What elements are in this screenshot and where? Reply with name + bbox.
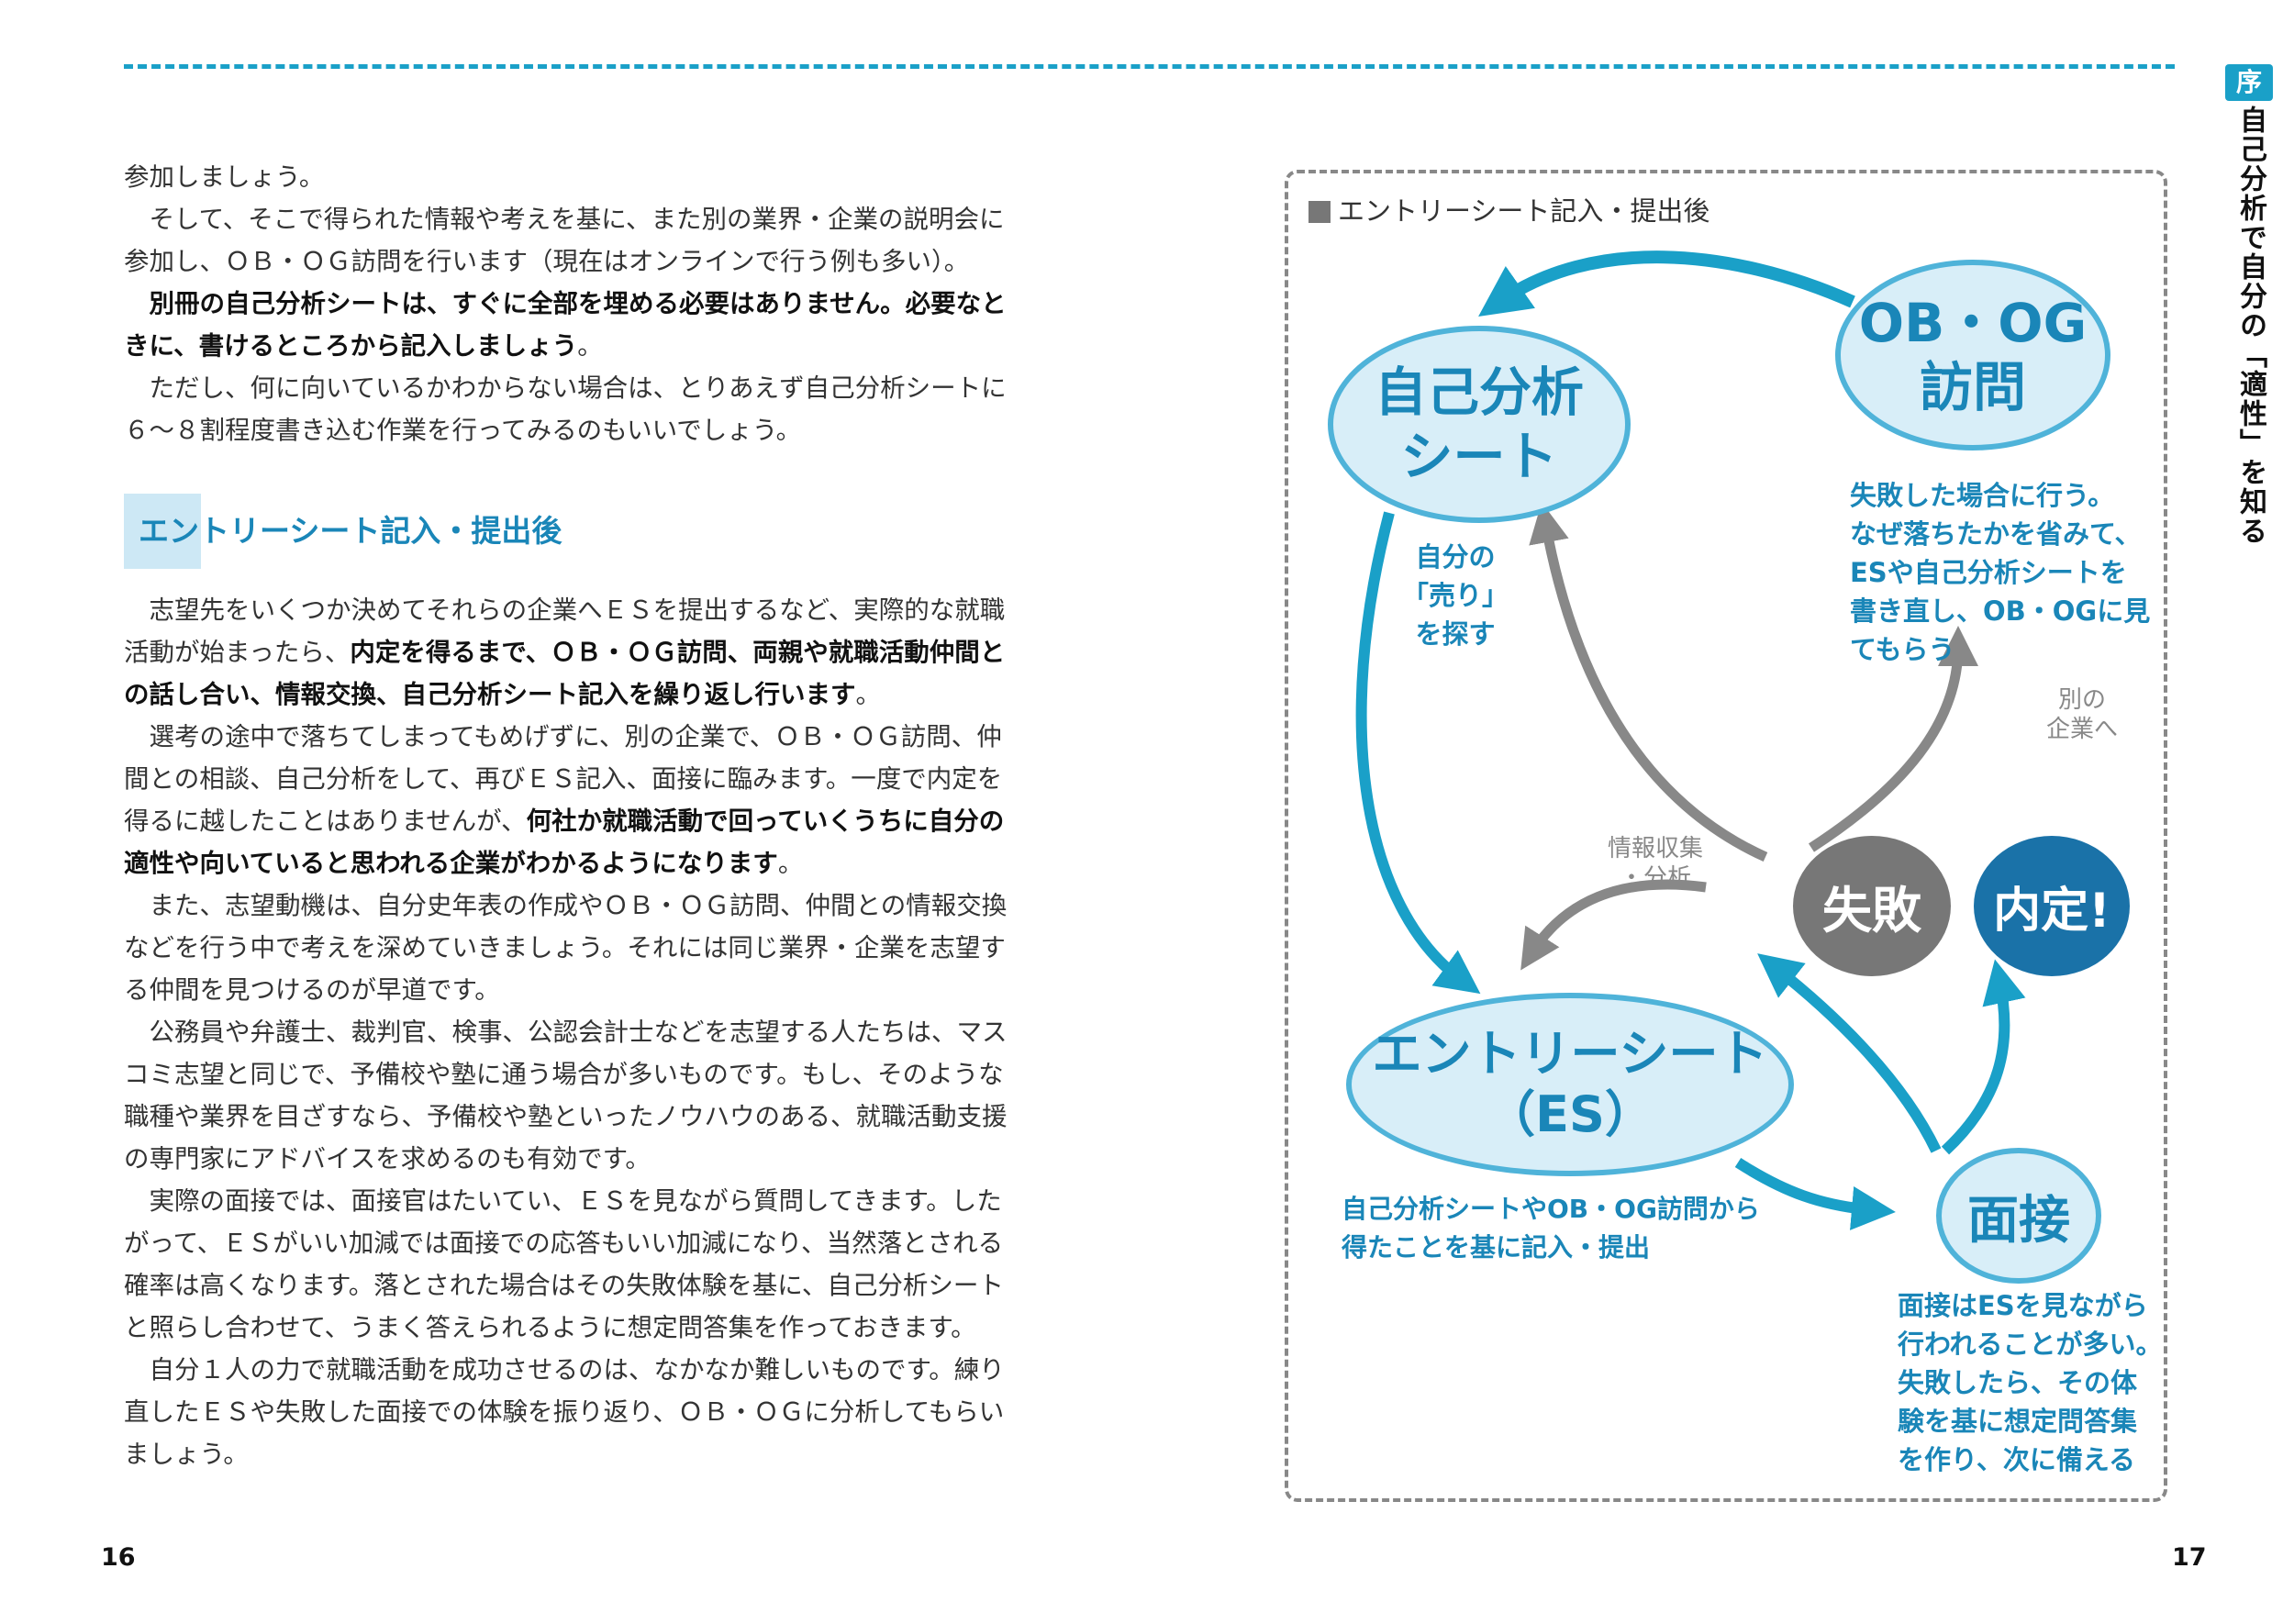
page-number-left: 16 — [101, 1543, 136, 1572]
text-run: 選考の途中で落ちてしまってもめげずに、別の企業で、ＯＢ・ＯＧ訪問、仲間との相談、… — [124, 722, 1003, 836]
node-entry-sheet: エントリーシート （ES） — [1346, 993, 1794, 1176]
paragraph: 実際の面接では、面接官はたいてい、ＥＳを見ながら質問してきます。したがって、ＥＳ… — [124, 1180, 1014, 1349]
note-info-gathering: 情報収集 ・分析 — [1608, 835, 1704, 892]
arrow-failure-to-obog — [1809, 626, 1978, 852]
bold-text: 別冊の自己分析シートは、すぐに全部を埋める必要はありません。必要なときに、書ける… — [124, 289, 1007, 361]
text-run: そして、そこで得られた情報や考えを基に、また別の業界・企業の説明会に参加し、ＯＢ… — [124, 205, 1005, 276]
chapter-tab: 序 — [2225, 64, 2273, 101]
arrow-failure-to-self-analysis — [1529, 502, 1768, 862]
text-run: ただし、何に向いているかわからない場合は、とりあえず自己分析シートに６〜８割程度… — [124, 373, 1007, 445]
text-run: 。 — [577, 331, 603, 361]
intro-paragraphs: 参加しましょう。そして、そこで得られた情報や考えを基に、また別の業界・企業の説明… — [124, 156, 1014, 451]
node-self-analysis-sheet: 自己分析 シート — [1328, 326, 1631, 523]
bold-text: 内定を得るまで、ＯＢ・ＯＧ訪問、両親や就職活動仲間との話し合い、情報交換、自己分… — [124, 638, 1006, 709]
node-offer: 内定! — [1974, 836, 2130, 976]
arrow-interview-to-failure — [1757, 953, 1942, 1153]
node-obog-visit: OB・OG 訪問 — [1835, 260, 2110, 450]
node-failure: 失敗 — [1793, 836, 1951, 976]
text-run: 実際の面接では、面接官はたいてい、ＥＳを見ながら質問してきます。したがって、ＥＳ… — [124, 1186, 1004, 1342]
note-interview: 面接はESを見ながら 行われることが多い。 失敗したら、その体 験を基に想定問答… — [1898, 1290, 2163, 1475]
diagram-title: エントリーシート記入・提出後 — [1308, 190, 1709, 228]
paragraph: 自分１人の力で就職活動を成功させるのは、なかなか難しいものです。練り直したＥＳや… — [124, 1349, 1014, 1475]
paragraph: 参加しましょう。 — [124, 156, 1014, 198]
arrow-self-analysis-to-es — [1355, 511, 1481, 995]
paragraph: そして、そこで得られた情報や考えを基に、また別の業界・企業の説明会に参加し、ＯＢ… — [124, 198, 1014, 283]
section-heading: エントリーシート記入・提出後 — [124, 494, 1014, 569]
paragraph: また、志望動機は、自分史年表の作成やＯＢ・ＯＧ訪問、仲間との情報交換などを行う中… — [124, 884, 1014, 1011]
paragraph: 別冊の自己分析シートは、すぐに全部を埋める必要はありません。必要なときに、書ける… — [124, 283, 1014, 367]
left-page-body: 参加しましょう。そして、そこで得られた情報や考えを基に、また別の業界・企業の説明… — [124, 156, 1014, 1475]
note-entry-sheet: 自己分析シートやOB・OG訪問から 得たことを基に記入・提出 — [1342, 1194, 1760, 1262]
paragraph: 選考の途中で落ちてしまってもめげずに、別の企業で、ＯＢ・ＯＧ訪問、仲間との相談、… — [124, 716, 1014, 884]
text-run: 自分１人の力で就職活動を成功させるのは、なかなか難しいものです。練り直したＥＳや… — [124, 1355, 1005, 1469]
header-dashed-rule — [124, 64, 2175, 69]
chapter-title: 自己分析で自分の「適性」を知る — [2234, 106, 2266, 546]
paragraph: 公務員や弁護士、裁判官、検事、公認会計士などを志望する人たちは、マスコミ志望と同… — [124, 1011, 1014, 1180]
text-run: 公務員や弁護士、裁判官、検事、公認会計士などを志望する人たちは、マスコミ志望と同… — [124, 1018, 1008, 1174]
text-run: また、志望動機は、自分史年表の作成やＯＢ・ＯＧ訪問、仲間との情報交換などを行う中… — [124, 891, 1008, 1005]
text-run: 志望先をいくつか決めてそれらの企業へＥＳを提出するなど、実際的な就職活動が始まっ… — [124, 595, 1006, 667]
text-run: 。 — [777, 849, 804, 878]
cycle-diagram: エントリーシート記入・提出後 自己分析 シート OB・OG 訪問 エントリーシー… — [1285, 170, 2167, 1502]
section-paragraphs: 志望先をいくつか決めてそれらの企業へＥＳを提出するなど、実際的な就職活動が始まっ… — [124, 589, 1014, 1475]
arrow-es-to-interview — [1734, 1157, 1896, 1230]
note-another-company: 別の 企業へ — [2046, 686, 2119, 743]
node-interview: 面接 — [1936, 1148, 2101, 1284]
text-run: 参加しましょう。 — [124, 162, 325, 192]
text-run: 。 — [855, 680, 882, 709]
note-self-analysis: 自分の 「売り」 を探す — [1402, 541, 1509, 650]
arrow-failure-to-es — [1520, 879, 1707, 971]
page-number-right: 17 — [2172, 1543, 2207, 1572]
paragraph: ただし、何に向いているかわからない場合は、とりあえず自己分析シートに６〜８割程度… — [124, 367, 1014, 451]
bold-text: 何社か就職活動で回っていくうちに自分の適性や向いていると思われる企業がわかるよう… — [124, 806, 1005, 878]
arrow-interview-to-offer — [1941, 959, 2026, 1155]
diagram-arrows — [1355, 250, 2026, 1230]
note-obog: 失敗した場合に行う。 なぜ落ちたかを省みて、 ESや自己分析シートを 書き直し、… — [1850, 480, 2151, 665]
section-heading-highlight — [124, 494, 201, 569]
arrow-obog-to-self-analysis — [1478, 250, 1855, 317]
section-heading-title: エントリーシート記入・提出後 — [139, 513, 562, 549]
paragraph: 志望先をいくつか決めてそれらの企業へＥＳを提出するなど、実際的な就職活動が始まっ… — [124, 589, 1014, 716]
square-bullet-icon — [1308, 201, 1331, 223]
